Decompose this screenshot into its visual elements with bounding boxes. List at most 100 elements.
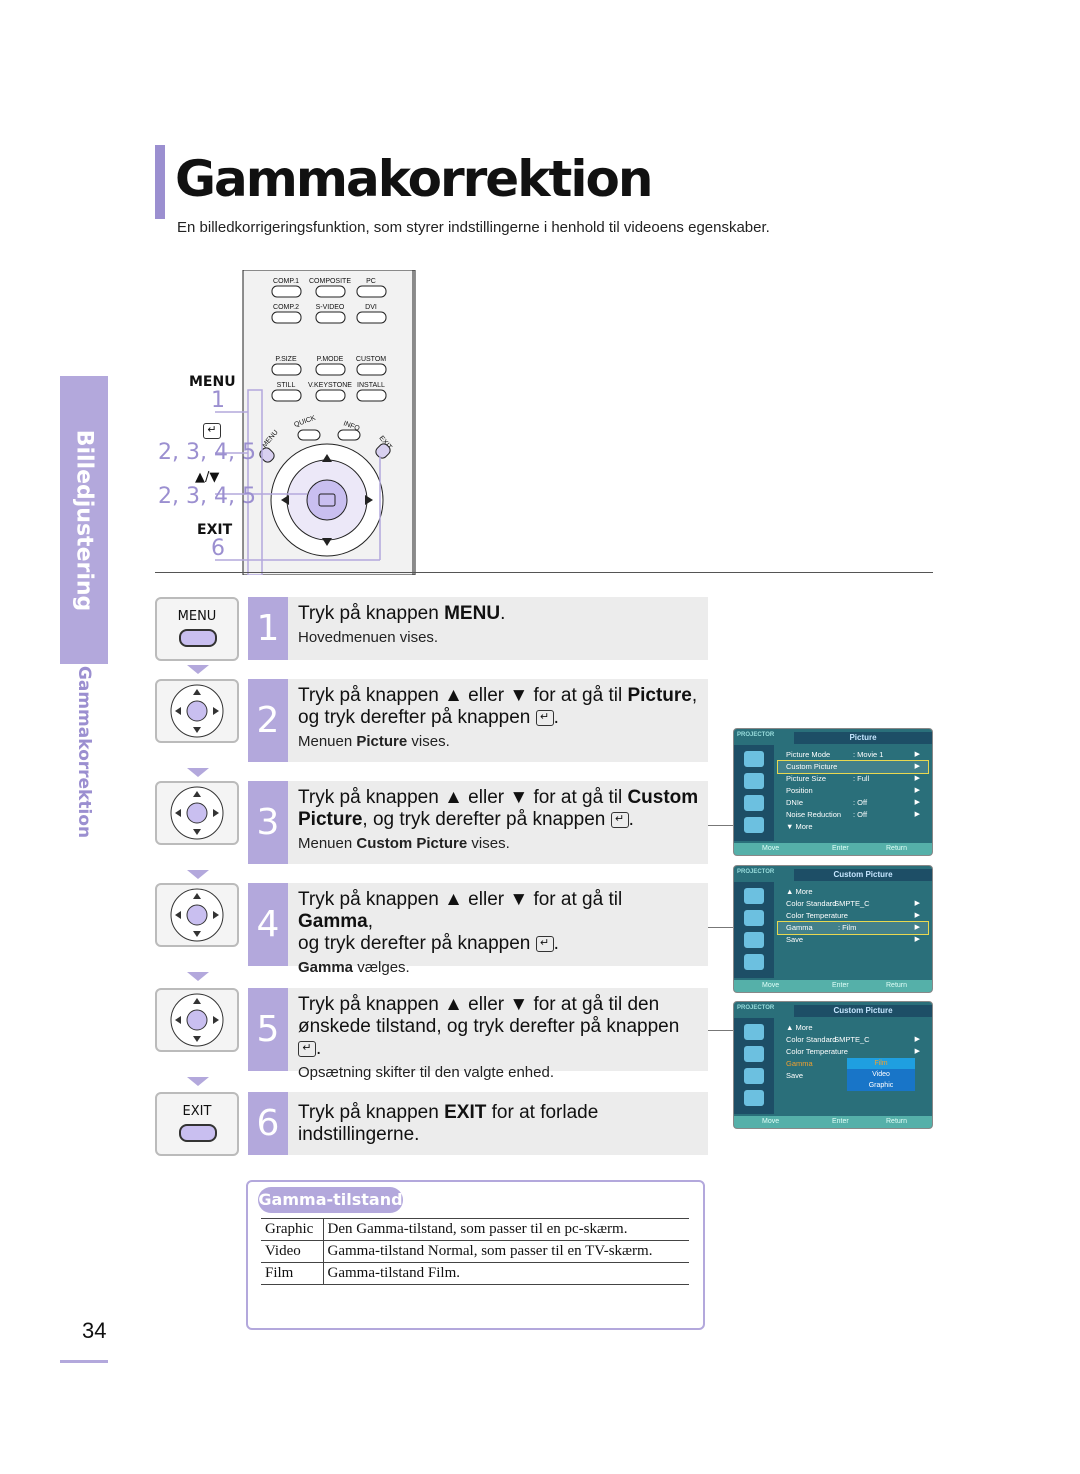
osd-row: DNIe: Off▶ xyxy=(786,798,920,807)
remote-source-label: COMP.1 xyxy=(273,278,299,285)
enter-key-icon: ↵ xyxy=(535,935,554,952)
osd-row: Color Temperature▶ xyxy=(786,911,920,920)
gamma-mode-panel xyxy=(246,1180,705,1330)
step-3: 3 Tryk på knappen ▲ eller ▼ for at gå ti… xyxy=(248,781,708,864)
enter-step-numbers: 2, 3, 4, 5 xyxy=(158,440,256,465)
enter-key-icon: ↵ xyxy=(535,709,554,726)
gamma-mode-name: Video xyxy=(261,1240,324,1263)
remote-control-drawing: COMP.1 COMPOSITE PC COMP.2 S-VIDEO DVI P… xyxy=(215,269,416,576)
connector-line xyxy=(708,825,733,826)
remote-function-label: P.MODE xyxy=(317,356,344,363)
menu-step-number: 1 xyxy=(211,388,225,413)
step-number: 5 xyxy=(248,988,288,1071)
osd-row: Picture Mode: Movie 1▶ xyxy=(786,750,920,759)
step-number: 3 xyxy=(248,781,288,864)
step-2: 2 Tryk på knappen ▲ eller ▼ for at gå ti… xyxy=(248,679,708,762)
osd-row: Color Temperature▶ xyxy=(786,1047,920,1056)
gamma-mode-heading: Gamma-tilstand xyxy=(258,1187,403,1213)
osd-title: Custom Picture xyxy=(794,869,932,881)
osd-row: ▲ More xyxy=(786,887,813,896)
gamma-mode-desc: Gamma-tilstand Film. xyxy=(323,1262,689,1285)
page-title: Gammakorrektion xyxy=(175,150,653,208)
remote-function-label: INSTALL xyxy=(357,382,385,389)
osd-brand: PROJECTOR xyxy=(737,1005,775,1011)
osd-dropdown-option: Video xyxy=(847,1069,915,1080)
page-subtitle: En billedkorrigeringsfunktion, som styre… xyxy=(177,219,770,236)
step-number: 2 xyxy=(248,679,288,762)
remote-source-label: COMPOSITE xyxy=(309,278,351,285)
osd-title: Custom Picture xyxy=(794,1005,932,1017)
step-number: 1 xyxy=(248,597,288,660)
dpad-icon xyxy=(155,781,239,845)
enter-key-icon: ↵ xyxy=(298,1040,316,1057)
osd-dropdown-option: Graphic xyxy=(847,1080,915,1091)
remote-source-label: PC xyxy=(366,278,376,285)
osd-row-selected: Custom Picture▶ xyxy=(777,760,929,774)
osd-row-selected: Gamma: Film▶ xyxy=(777,921,929,935)
exit-step-number: 6 xyxy=(211,536,225,561)
section-tab-label: Billedjustering xyxy=(71,429,97,611)
osd-custom-picture-menu: PROJECTOR Custom Picture ▲ More Color St… xyxy=(733,865,933,993)
remote-source-label: COMP.2 xyxy=(273,304,299,311)
remote-source-label: DVI xyxy=(365,304,377,311)
osd-row: Save▶ xyxy=(786,935,920,944)
page-number: 34 xyxy=(82,1318,107,1343)
step-note: Hovedmenuen vises. xyxy=(298,629,439,646)
exit-key-label: EXIT xyxy=(197,522,233,538)
osd-gamma-dropdown-menu: PROJECTOR Custom Picture ▲ More Color St… xyxy=(733,1001,933,1129)
remote-function-label: P.SIZE xyxy=(275,356,297,363)
menu-button-icon: MENU xyxy=(155,597,239,661)
title-accent-bar xyxy=(155,145,165,219)
gamma-mode-name: Graphic xyxy=(261,1218,324,1241)
osd-brand: PROJECTOR xyxy=(737,869,775,875)
step-1: 1 Tryk på knappen MENU. Hovedmenuen vise… xyxy=(248,597,708,660)
step-number: 4 xyxy=(248,883,288,966)
osd-dropdown-option-selected: Film xyxy=(847,1058,915,1069)
osd-row: Position▶ xyxy=(786,786,920,795)
dpad-icon xyxy=(155,883,239,947)
osd-row: Color Standard: SMPTE_C▶ xyxy=(786,1035,920,1044)
step-6: 6 Tryk på knappen EXIT for at forlade in… xyxy=(248,1092,708,1155)
updown-step-numbers: 2, 3, 4, 5 xyxy=(158,484,256,509)
step-arrow-icon xyxy=(187,768,209,777)
osd-sidebar xyxy=(734,1018,774,1114)
step-arrow-icon xyxy=(187,665,209,674)
remote-illustration: COMP.1 COMPOSITE PC COMP.2 S-VIDEO DVI P… xyxy=(155,269,435,576)
osd-picture-menu: PROJECTOR Picture Picture Mode: Movie 1▶… xyxy=(733,728,933,856)
section-tab xyxy=(60,376,108,664)
osd-sidebar xyxy=(734,745,774,841)
step-number: 6 xyxy=(248,1092,288,1155)
remote-function-label: STILL xyxy=(277,382,296,389)
menu-key-label: MENU xyxy=(189,374,236,390)
osd-brand: PROJECTOR xyxy=(737,732,775,738)
osd-row: Color Standard: SMPTE_C▶ xyxy=(786,899,920,908)
osd-row: Picture Size: Full▶ xyxy=(786,774,920,783)
remote-function-label: V.KEYSTONE xyxy=(308,382,352,389)
step-arrow-icon xyxy=(187,972,209,981)
enter-key-icon: ↵ xyxy=(610,811,629,828)
section-divider xyxy=(155,572,933,573)
remote-source-label: S-VIDEO xyxy=(316,304,345,311)
step-arrow-icon xyxy=(187,870,209,879)
step-arrow-icon xyxy=(187,1077,209,1086)
step-5: 5 Tryk på knappen ▲ eller ▼ for at gå ti… xyxy=(248,988,708,1081)
page-number-rule xyxy=(60,1360,108,1363)
step-note: Opsætning skifter til den valgte enhed. xyxy=(298,1064,554,1081)
gamma-mode-desc: Gamma-tilstand Normal, som passer til en… xyxy=(323,1240,689,1263)
osd-row-active: Gamma xyxy=(786,1059,813,1068)
menu-button-label: MENU xyxy=(177,609,217,624)
subsection-tab-label: Gammakorrektion xyxy=(74,665,95,839)
enter-key-icon: ↵ xyxy=(203,423,221,439)
osd-row: Noise Reduction: Off▶ xyxy=(786,810,920,819)
step-4: 4 Tryk på knappen ▲ eller ▼ for at gå ti… xyxy=(248,883,708,976)
osd-title: Picture xyxy=(794,732,932,744)
dpad-icon xyxy=(155,988,239,1052)
osd-row: ▼ More xyxy=(786,822,813,831)
exit-button-icon: EXIT xyxy=(155,1092,239,1156)
